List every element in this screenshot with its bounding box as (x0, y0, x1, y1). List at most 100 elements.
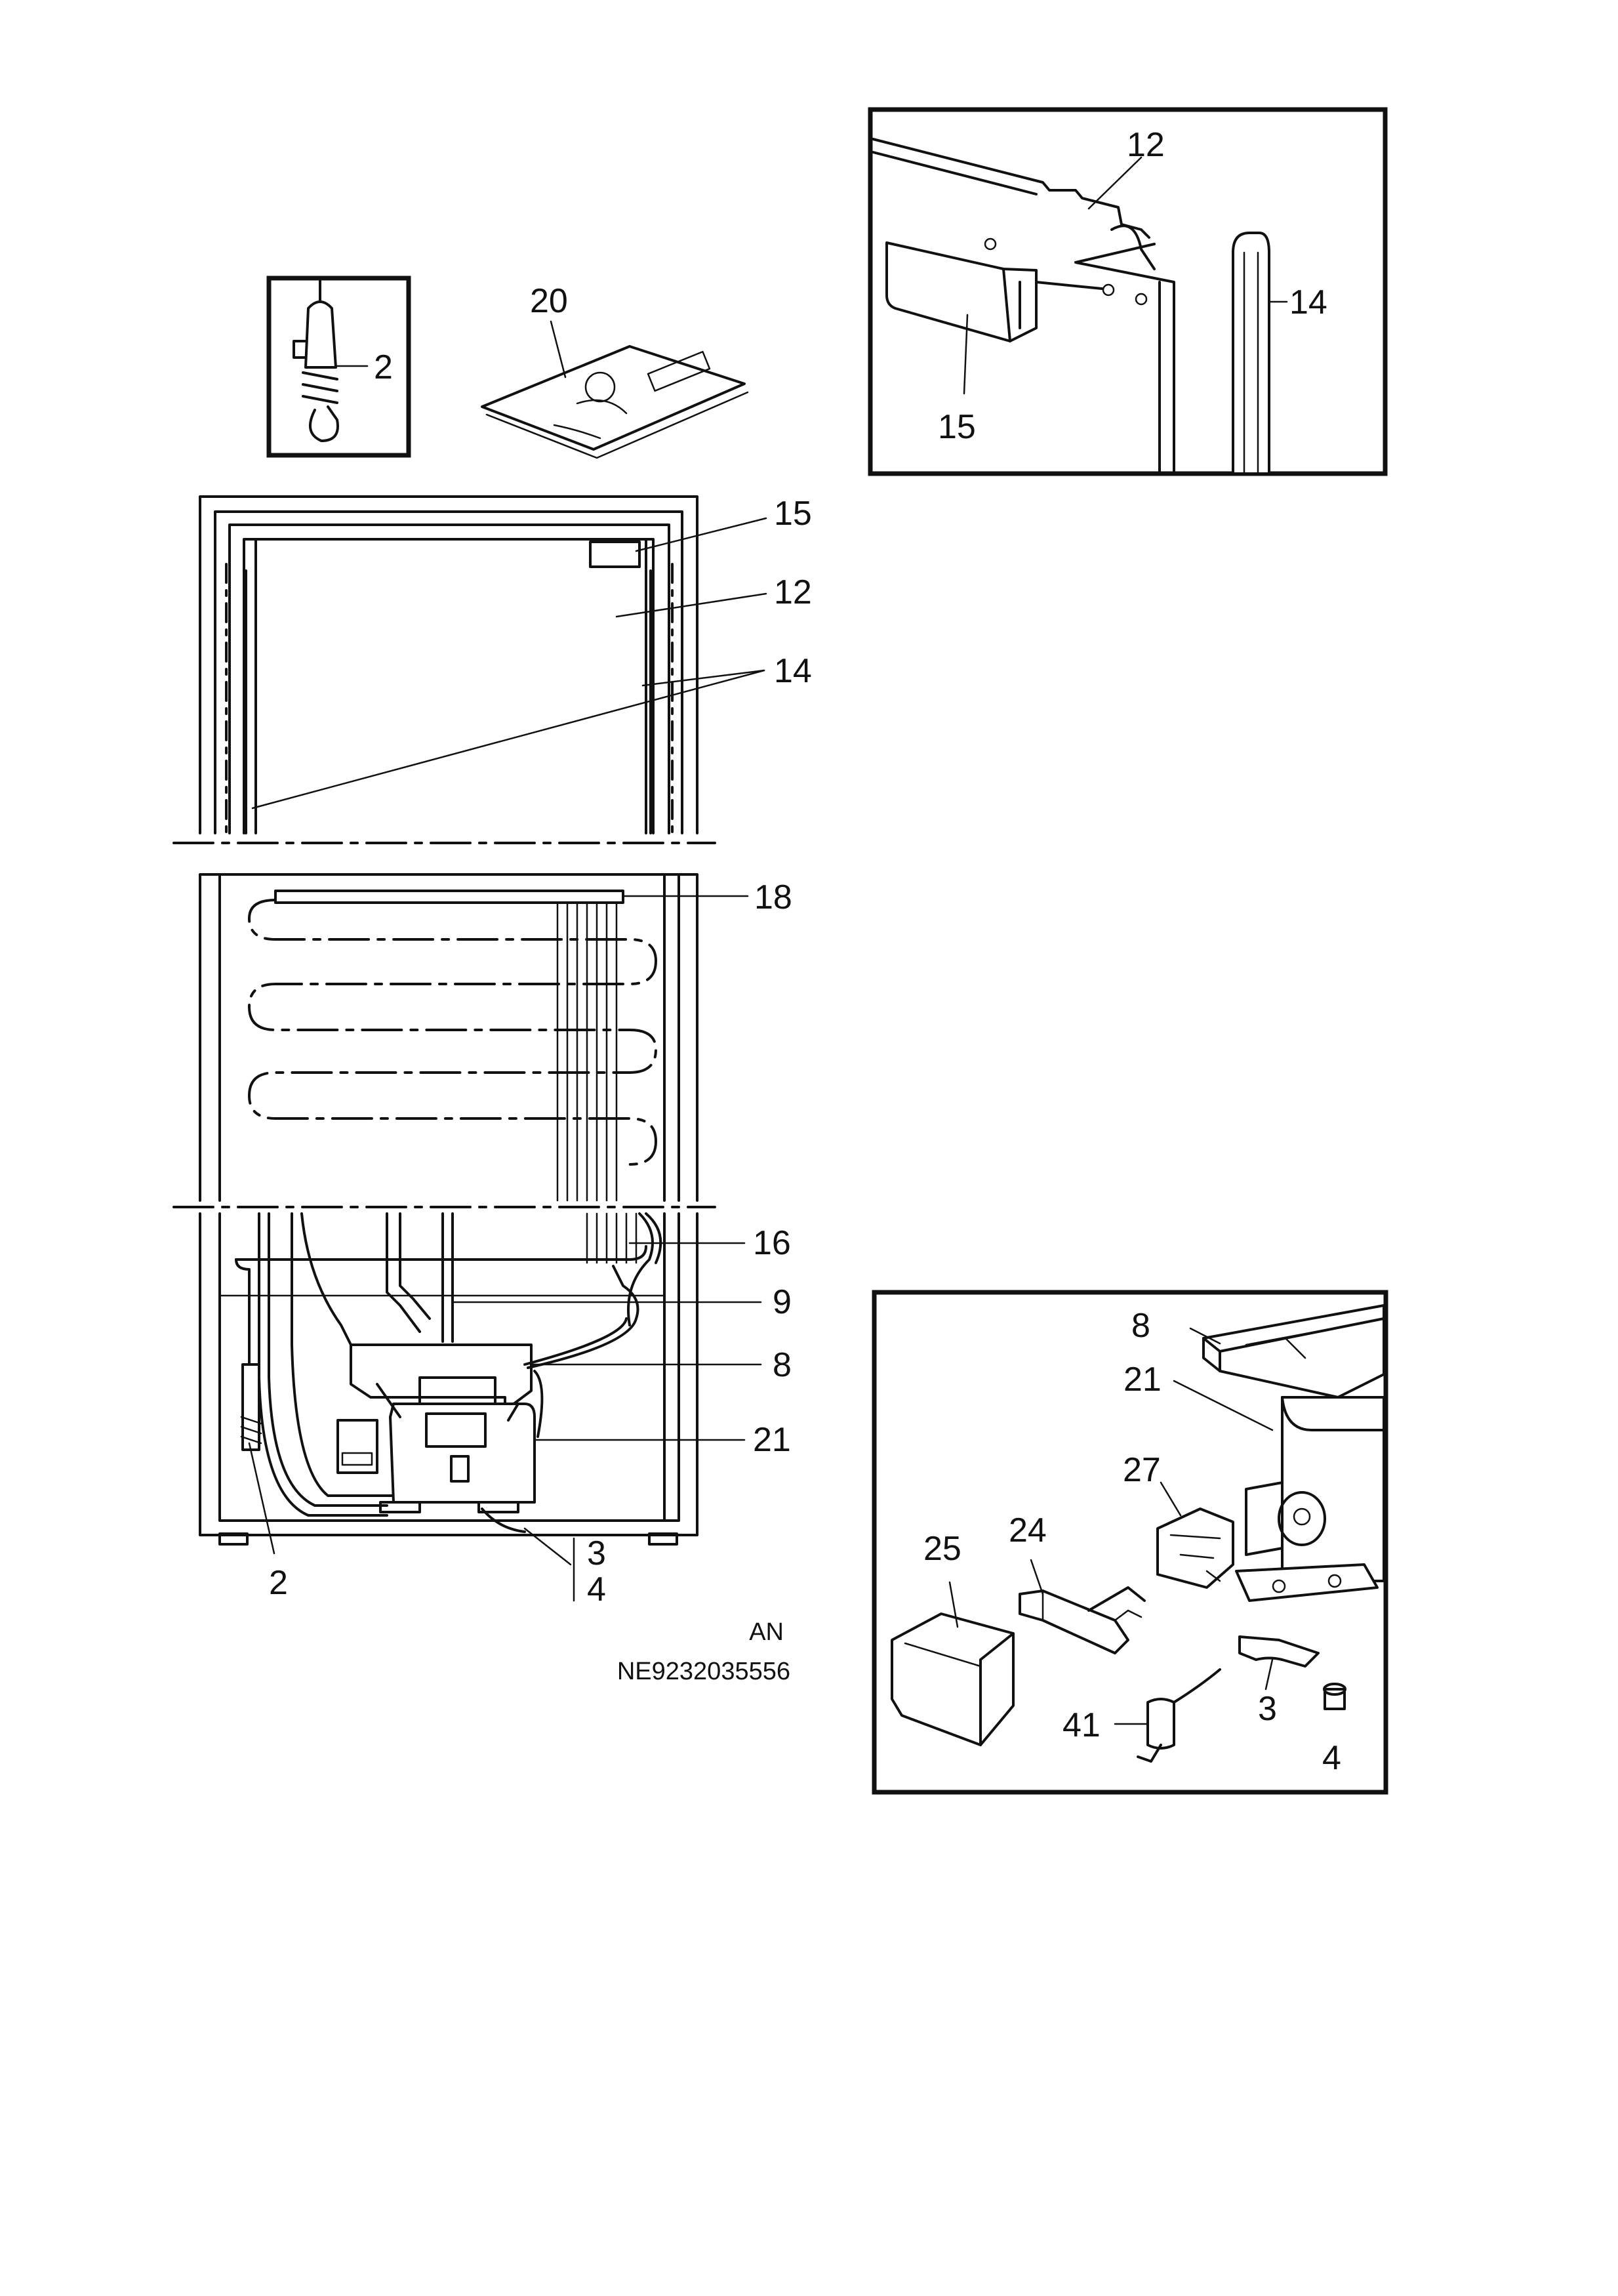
condenser-serpentine (248, 899, 657, 1166)
condenser-wires (556, 901, 618, 1202)
compressor-mount-arms (376, 1383, 519, 1422)
sensor-capsule (241, 1363, 260, 1451)
door-liner (254, 538, 647, 834)
top-plate-8 (1202, 1304, 1385, 1399)
leader-14-main-b (251, 669, 765, 810)
rubber-foot-right (477, 1501, 519, 1513)
label-41-inset: 41 (1062, 1706, 1101, 1744)
cabinet-outer (199, 495, 698, 834)
leader-8-inset (1189, 1327, 1221, 1345)
label-15-inset: 15 (938, 408, 976, 446)
capillary-tube-9 (441, 1212, 454, 1343)
label-9: 9 (773, 1283, 792, 1321)
label-25-inset: 25 (923, 1530, 961, 1568)
sensor-loop (308, 405, 339, 442)
label-3-inset: 3 (1258, 1690, 1277, 1728)
label-16: 16 (753, 1224, 791, 1262)
cabinet-rear-outer (199, 873, 698, 1202)
cabinet-rear-sides (218, 873, 680, 1202)
protector-lugs (1042, 1589, 1143, 1622)
top-plate-detail (1245, 1324, 1352, 1359)
pipe-suction (386, 1212, 421, 1333)
tube-left-2 (268, 1212, 388, 1507)
label-8-inset: 8 (1131, 1307, 1150, 1345)
leader-14-main-a (641, 669, 765, 687)
capacitor-41 (1146, 1698, 1175, 1750)
gasket-outer (228, 523, 670, 834)
label-8: 8 (773, 1346, 792, 1384)
protector-clip (1087, 1586, 1146, 1612)
door-hinge-tab (1110, 224, 1156, 270)
relay-contacts (1169, 1534, 1221, 1582)
compressor-terminal (450, 1455, 470, 1483)
cover-edges (979, 1632, 1015, 1746)
label-3-main: 3 (587, 1534, 606, 1572)
label-2-main: 2 (269, 1564, 288, 1602)
code-an: AN (749, 1618, 784, 1646)
compartment-inner (218, 1212, 680, 1522)
pipe-16 (627, 1212, 654, 1326)
base-hole-2 (1327, 1574, 1342, 1588)
label-12-inset: 12 (1127, 126, 1165, 164)
booklet-pages (485, 391, 749, 459)
door-gasket-ribs (1243, 251, 1259, 474)
booklet-cover (481, 345, 746, 451)
booklet-logo (553, 424, 601, 440)
gasket-pattern (225, 563, 674, 834)
label-15-main: 15 (774, 495, 812, 533)
door-handle-mount (1019, 281, 1103, 329)
instruction-booklet: 20 (481, 282, 749, 459)
leader-3-inset (1264, 1658, 1274, 1691)
leader-3-main (523, 1527, 572, 1566)
compressor-shell-21 (1281, 1396, 1385, 1582)
cover-top-edge (904, 1642, 982, 1668)
cabinet-rear-condenser: 18 (172, 873, 792, 1208)
leader-12-inset (1087, 156, 1143, 210)
inset-frame (266, 276, 411, 458)
liner-ridge (245, 569, 652, 834)
inset-frame (872, 1290, 1388, 1795)
door-hole-1 (984, 237, 997, 251)
door-handle-front-edge (1002, 268, 1011, 342)
relay-terminal (341, 1452, 373, 1466)
cabinet-front-view: 15 12 14 (172, 495, 812, 844)
label-2-inset: 2 (374, 348, 393, 386)
label-4-inset: 4 (1322, 1739, 1341, 1777)
label-4-main: 4 (587, 1570, 606, 1609)
sensor-coil-main (240, 1416, 262, 1445)
capacitor-lead (1137, 1668, 1221, 1763)
sensor-bulb (304, 300, 337, 369)
tube-down (235, 1258, 251, 1366)
pipe-16b (645, 1212, 662, 1264)
inset-frame (868, 107, 1388, 476)
compressor-shell-ring (1281, 1396, 1385, 1431)
tube-left-4 (300, 1212, 369, 1379)
cabinet-inner-outline (214, 510, 683, 834)
sensor-clip (293, 340, 307, 359)
drawing-code: AN NE9232035556 (617, 1618, 790, 1685)
leader-15-inset (963, 314, 969, 395)
leader-21-inset (1173, 1380, 1274, 1431)
pipe-suction-2 (399, 1212, 431, 1320)
tube-horizontal (235, 1245, 647, 1261)
relay-cover-25 (891, 1612, 1015, 1746)
compressor-bracket (1245, 1481, 1284, 1556)
compressor-parts-inset: 8 21 27 24 25 3 41 4 (872, 1290, 1388, 1795)
label-18: 18 (754, 878, 792, 916)
relay-27 (1156, 1507, 1234, 1589)
compressor-terminal-pin (1293, 1507, 1311, 1526)
door-panel-edge (872, 138, 1175, 474)
compartment-outer (199, 1212, 698, 1536)
sensor-coil (302, 371, 338, 404)
booklet-emblem (584, 371, 616, 403)
base-hole-1 (1272, 1579, 1286, 1593)
foot-left (218, 1532, 249, 1546)
mounting-bracket-3 (1238, 1635, 1320, 1668)
leader-24-inset (1030, 1559, 1044, 1595)
label-24-inset: 24 (1009, 1511, 1047, 1549)
door-detail-inset: 12 14 15 (868, 107, 1388, 476)
leader-15-main (635, 517, 767, 552)
compressor-label-plate (425, 1412, 487, 1448)
label-27-inset: 27 (1123, 1451, 1161, 1489)
